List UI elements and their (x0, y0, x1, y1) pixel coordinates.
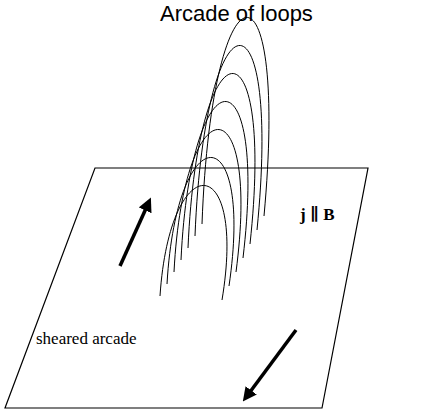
field-loop (181, 101, 248, 260)
field-loop (188, 73, 255, 248)
shear-arrow (247, 330, 296, 396)
arcade-label: sheared arcade (36, 330, 137, 349)
field-loop (160, 185, 227, 300)
shear-arrow (120, 204, 148, 266)
loop-arcade (160, 17, 269, 300)
photosphere-plane (5, 168, 368, 408)
field-loop (167, 157, 234, 286)
current-label: j ∥ B (300, 206, 335, 225)
field-loop (174, 130, 241, 273)
diagram-title: Arcade of loops (160, 2, 313, 26)
field-loop (202, 17, 269, 224)
field-loop (195, 45, 262, 236)
